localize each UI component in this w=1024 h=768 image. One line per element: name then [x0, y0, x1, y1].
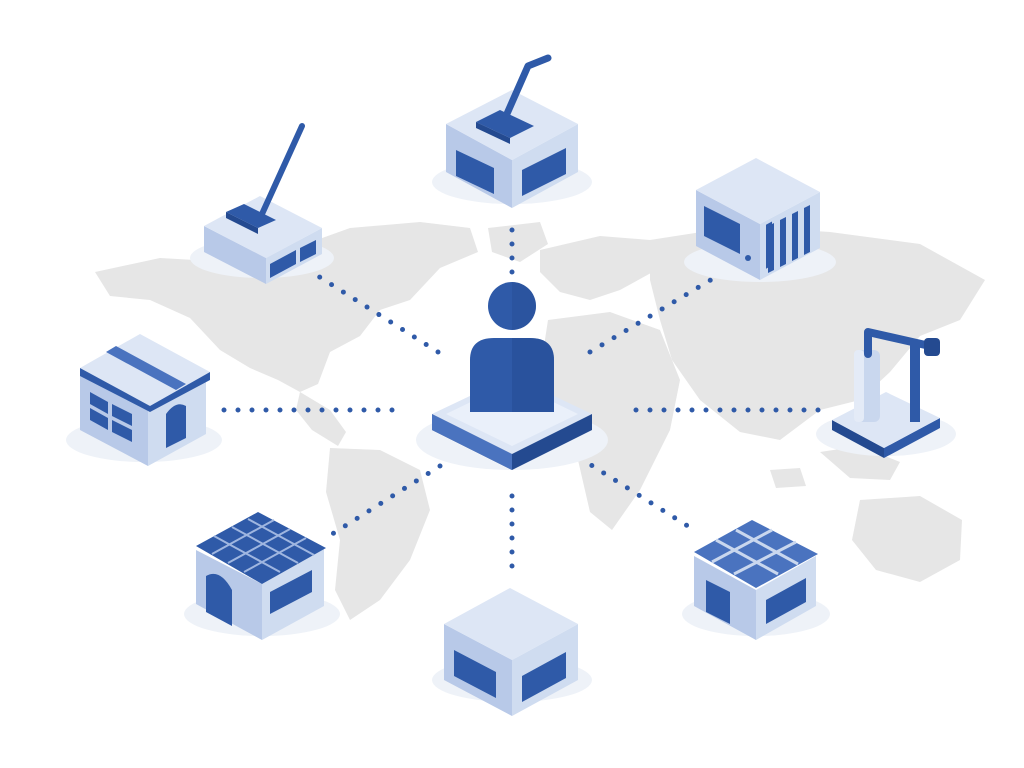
vacuum-machine-left[interactable] [190, 123, 334, 284]
link-vacuum-left [315, 273, 441, 355]
store-front[interactable] [66, 334, 222, 466]
server-rack-icon [704, 205, 810, 273]
link-solar [323, 463, 443, 541]
vacuum-machine-top[interactable] [432, 54, 592, 208]
store-icon [90, 392, 186, 448]
grid-warehouse[interactable] [682, 520, 830, 640]
crane-station[interactable] [816, 328, 956, 458]
hub-person[interactable] [416, 282, 608, 470]
link-grid [577, 455, 697, 533]
crane-icon [854, 328, 940, 422]
solar-warehouse[interactable] [184, 512, 340, 640]
vacuum-cleaner-icon [476, 54, 552, 144]
plain-box[interactable] [432, 588, 592, 716]
connections [219, 223, 827, 579]
person-icon [470, 282, 554, 412]
server-unit[interactable] [684, 158, 836, 282]
grid-building-icon [694, 520, 818, 624]
solar-building-icon [196, 512, 326, 626]
box-icon [454, 650, 566, 702]
vacuum-cleaner-icon [226, 123, 305, 234]
link-server [587, 275, 717, 355]
